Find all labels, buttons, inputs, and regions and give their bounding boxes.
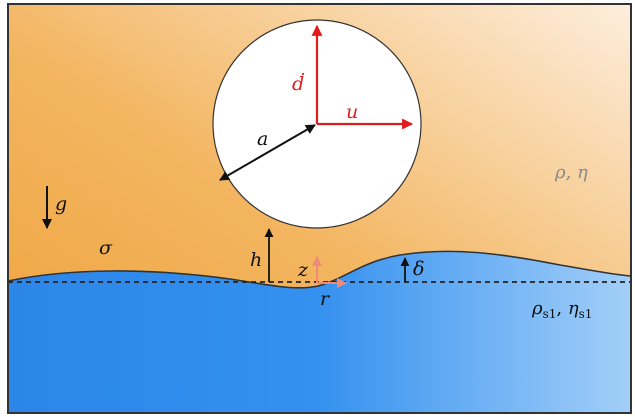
vertical-velocity-label: ḋ (292, 72, 305, 95)
z-coordinate-label: z (297, 259, 309, 281)
deformation-label: δ (413, 258, 424, 280)
deformed-interface-line (7, 250, 632, 289)
figure-frame (7, 3, 632, 414)
r-coordinate-label: r (320, 288, 331, 310)
lower-fluid-region (8, 251, 631, 413)
horizontal-velocity-label: u (346, 101, 358, 123)
radius-label: a (257, 128, 268, 150)
radius-arrow (219, 124, 316, 181)
gap-label: h (250, 249, 262, 271)
upper-fluid-properties: ρ, η (554, 162, 588, 183)
surface-tension-label: σ (99, 237, 113, 259)
lower-fluid-properties: ρs1, ηs1 (531, 298, 592, 321)
gravity-label: g (55, 193, 67, 215)
